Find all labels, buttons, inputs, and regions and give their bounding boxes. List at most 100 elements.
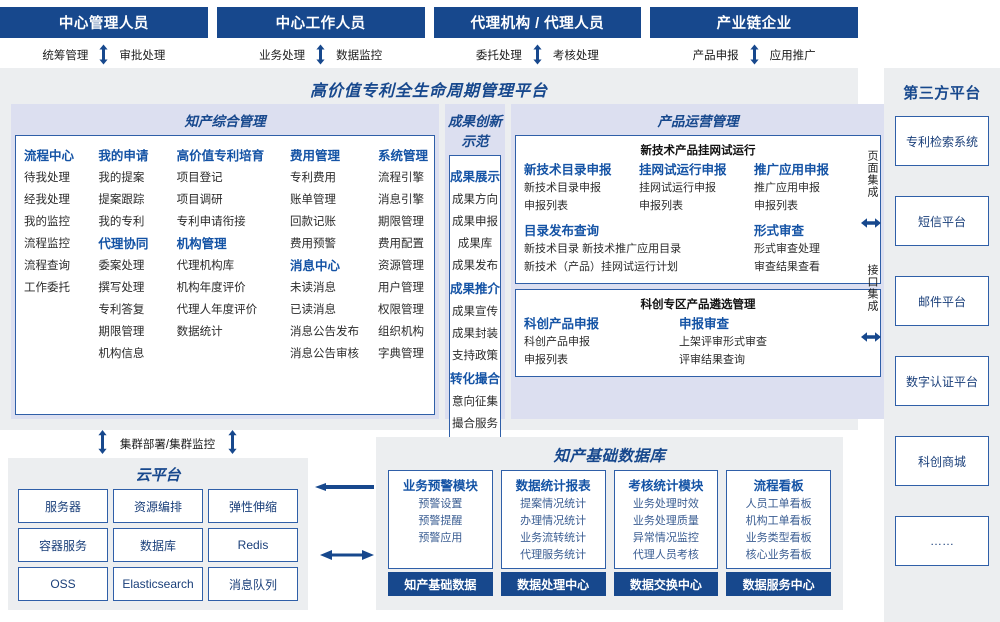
ip-menu-item[interactable]: 费用配置 — [378, 238, 424, 250]
kdb-card-item[interactable]: 提案情况统计 — [520, 498, 587, 510]
product-sub-item[interactable]: 挂网试运行申报 — [639, 182, 717, 194]
role-box-1[interactable]: 中心工作人员 — [216, 7, 425, 38]
kdb-card-item[interactable]: 代理人员考核 — [632, 549, 699, 561]
third-party-item-1[interactable]: 短信平台 — [895, 196, 989, 246]
ip-menu-item[interactable]: 字典管理 — [378, 348, 424, 360]
kdb-card-item[interactable]: 业务类型看板 — [745, 532, 812, 544]
ip-menu-item[interactable]: 消息公告发布 — [289, 326, 359, 338]
achievement-item[interactable]: 成果宣传 — [452, 306, 498, 318]
third-party-item-3[interactable]: 数字认证平台 — [895, 356, 989, 406]
third-party-item-4[interactable]: 科创商城 — [895, 436, 989, 486]
cloud-cell-2[interactable]: 弹性伸缩 — [208, 489, 298, 523]
ip-menu-item[interactable]: 用户管理 — [378, 282, 424, 294]
knowledge-database-panel: 知产基础数据库 业务预警模块预警设置预警提醒预警应用知产基础数据数据统计报表提案… — [376, 437, 843, 610]
cloud-cell-0[interactable]: 服务器 — [18, 489, 108, 523]
ip-menu-item[interactable]: 已读消息 — [289, 304, 336, 316]
product-sub-item[interactable]: 申报列表 — [524, 354, 569, 366]
product-sub-item[interactable]: 评审结果查询 — [679, 354, 746, 366]
ip-menu-item[interactable]: 我的提案 — [98, 172, 145, 184]
achievement-item[interactable]: 支持政策 — [452, 350, 498, 362]
ip-menu-item[interactable]: 项目调研 — [176, 194, 223, 206]
third-party-item-2[interactable]: 邮件平台 — [895, 276, 989, 326]
cloud-cell-4[interactable]: 数据库 — [113, 528, 203, 562]
kdb-card-item[interactable]: 机构工单看板 — [745, 515, 812, 527]
kdb-card-item[interactable]: 代理服务统计 — [520, 549, 587, 561]
product-sub-item[interactable]: 科创产品申报 — [524, 336, 591, 348]
achievement-item[interactable]: 成果方向 — [452, 194, 498, 206]
ip-menu-item[interactable]: 账单管理 — [289, 194, 336, 206]
third-party-item-5[interactable]: …… — [895, 516, 989, 566]
ip-menu-item[interactable]: 经我处理 — [24, 194, 70, 206]
achievement-item[interactable]: 成果封装 — [452, 328, 498, 340]
ip-menu-item[interactable]: 机构年度评价 — [176, 282, 246, 294]
kdb-card-item[interactable]: 业务处理质量 — [632, 515, 699, 527]
ip-menu-item[interactable]: 专利答复 — [98, 304, 145, 316]
cloud-cell-3[interactable]: 容器服务 — [18, 528, 108, 562]
ip-menu-item[interactable]: 专利申请衔接 — [176, 216, 246, 228]
ip-menu-item[interactable]: 回款记账 — [289, 216, 336, 228]
kdb-card-item[interactable]: 办理情况统计 — [520, 515, 587, 527]
third-party-item-0[interactable]: 专利检索系统 — [895, 116, 989, 166]
product-sub-item[interactable]: 新技术目录申报 — [524, 182, 602, 194]
product-sub-item[interactable]: 形式审查处理 — [754, 243, 821, 255]
ip-menu-item[interactable]: 委案处理 — [98, 260, 145, 272]
ip-menu-item[interactable]: 权限管理 — [378, 304, 424, 316]
achievement-item[interactable]: 意向征集 — [452, 396, 498, 408]
role-box-2[interactable]: 代理机构 / 代理人员 — [433, 7, 642, 38]
role-box-0[interactable]: 中心管理人员 — [0, 7, 208, 38]
product-sub-item[interactable]: 推广应用申报 — [754, 182, 821, 194]
ip-menu-item[interactable]: 提案跟踪 — [98, 194, 145, 206]
product-sub-item[interactable]: 新技术目录 新技术推广应用目录 — [524, 243, 682, 255]
kdb-card-item[interactable]: 预警设置 — [418, 498, 463, 510]
ip-menu-item[interactable]: 消息公告审核 — [289, 348, 359, 360]
ip-menu-item[interactable]: 未读消息 — [289, 282, 336, 294]
ip-menu-item[interactable]: 项目登记 — [176, 172, 223, 184]
ip-menu-item[interactable]: 组织机构 — [378, 326, 424, 338]
product-sub-item[interactable]: 申报列表 — [754, 200, 799, 212]
role-box-3[interactable]: 产业链企业 — [650, 7, 858, 38]
ip-menu-item[interactable]: 期限管理 — [98, 326, 145, 338]
kdb-card-item[interactable]: 核心业务看板 — [745, 549, 812, 561]
achievement-item[interactable]: 成果库 — [457, 238, 493, 250]
product-sub-item[interactable]: 申报列表 — [639, 200, 684, 212]
kdb-card-item[interactable]: 异常情况监控 — [632, 532, 699, 544]
kdb-footer-1[interactable]: 数据处理中心 — [500, 572, 606, 596]
product-sub-item[interactable]: 申报列表 — [524, 200, 569, 212]
product-sub-item[interactable]: 审查结果查看 — [754, 261, 821, 273]
kdb-footer-2[interactable]: 数据交换中心 — [613, 572, 719, 596]
ip-menu-item[interactable]: 待我处理 — [24, 172, 70, 184]
ip-menu-item[interactable]: 代理机构库 — [176, 260, 235, 272]
kdb-card-item[interactable]: 预警提醒 — [418, 515, 463, 527]
kdb-footer-3[interactable]: 数据服务中心 — [726, 572, 831, 596]
ip-menu-item[interactable]: 资源管理 — [378, 260, 424, 272]
cloud-cell-6[interactable]: OSS — [18, 567, 108, 601]
cloud-cell-5[interactable]: Redis — [208, 528, 298, 562]
ip-menu-item[interactable]: 消息引擎 — [378, 194, 424, 206]
ip-menu-item[interactable]: 费用预警 — [289, 238, 336, 250]
product-sub-item[interactable]: 上架评审形式审查 — [679, 336, 768, 348]
achievement-item[interactable]: 成果申报 — [452, 216, 498, 228]
kdb-card-item[interactable]: 预警应用 — [418, 532, 463, 544]
kdb-card-item[interactable]: 业务处理时效 — [632, 498, 699, 510]
ip-menu-item[interactable]: 流程查询 — [24, 260, 70, 272]
kdb-card-item[interactable]: 业务流转统计 — [520, 532, 587, 544]
kdb-footer-0[interactable]: 知产基础数据 — [388, 572, 493, 596]
cloud-cell-1[interactable]: 资源编排 — [113, 489, 203, 523]
ip-menu-item[interactable]: 流程监控 — [24, 238, 70, 250]
ip-menu-item[interactable]: 期限管理 — [378, 216, 424, 228]
ip-menu-item[interactable]: 我的监控 — [24, 216, 70, 228]
ip-menu-item[interactable]: 代理人年度评价 — [176, 304, 258, 316]
cloud-cell-8[interactable]: 消息队列 — [208, 567, 298, 601]
achievement-item[interactable]: 撮合服务 — [452, 418, 498, 430]
ip-menu-item[interactable]: 机构信息 — [98, 348, 145, 360]
product-sub-item[interactable]: 新技术（产品）挂网试运行计划 — [524, 261, 679, 273]
ip-menu-item[interactable]: 工作委托 — [24, 282, 70, 294]
ip-menu-item[interactable]: 流程引擎 — [378, 172, 424, 184]
achievement-item[interactable]: 成果发布 — [452, 260, 498, 272]
ip-menu-item[interactable]: 专利费用 — [289, 172, 336, 184]
cloud-cell-7[interactable]: Elasticsearch — [113, 567, 203, 601]
ip-menu-item[interactable]: 我的专利 — [98, 216, 145, 228]
ip-menu-item[interactable]: 数据统计 — [176, 326, 223, 338]
kdb-card-item[interactable]: 人员工单看板 — [745, 498, 812, 510]
ip-menu-item[interactable]: 撰写处理 — [98, 282, 145, 294]
